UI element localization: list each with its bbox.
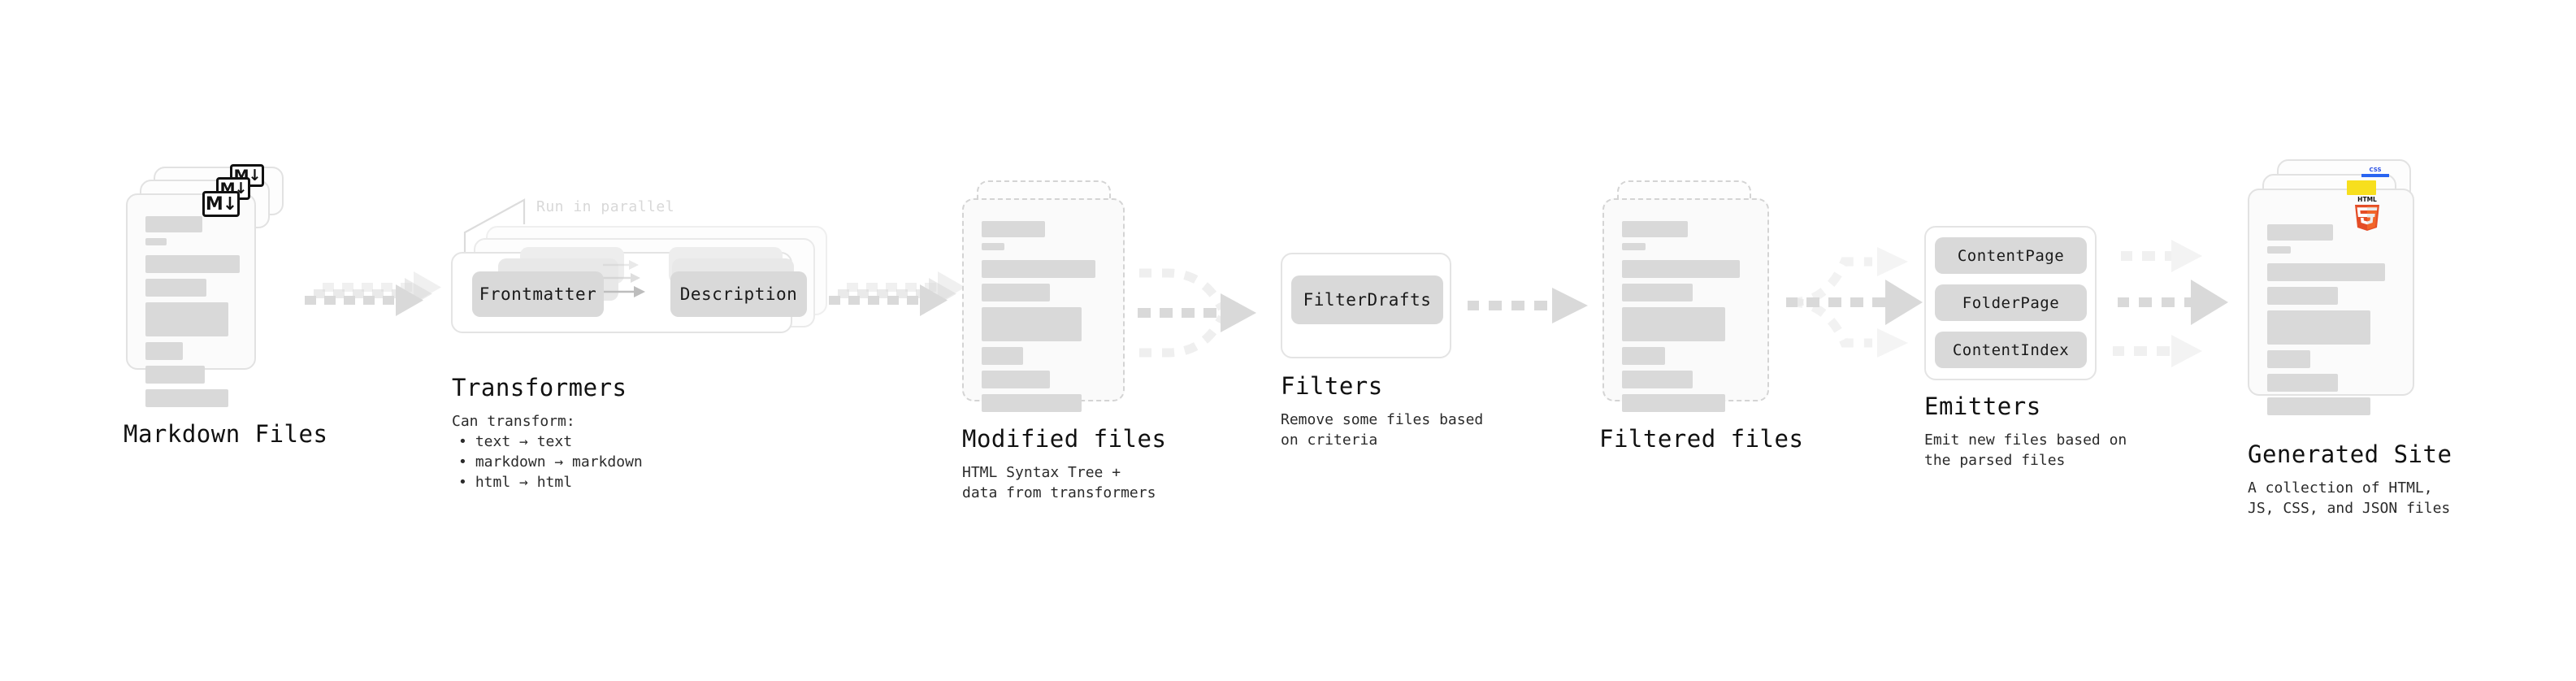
site-card-front: [2248, 189, 2414, 415]
transformers-bullet-0: text → text: [452, 432, 643, 452]
arrow-transformers-to-modified: [829, 271, 965, 316]
markdown-files-title: Markdown Files: [124, 420, 328, 448]
markdown-files-caption: Markdown Files: [124, 420, 327, 448]
emitter-pill-contentpage-label: ContentPage: [1957, 246, 2065, 265]
transformers-title: Transformers: [452, 374, 627, 401]
arrow-markdown-to-transformers: [305, 271, 441, 316]
filtered-files-caption: Filtered files: [1599, 425, 1803, 453]
emitters-sub-1: the parsed files: [1924, 452, 2066, 469]
generated-site-sub-1: JS, CSS, and JSON files: [2248, 500, 2451, 517]
css-badge-label: CSS: [2369, 167, 2382, 173]
emitter-pill-contentpage[interactable]: ContentPage: [1935, 237, 2087, 274]
filtered-card-front: [1602, 198, 1769, 412]
filter-pill-filterdrafts-label: FilterDrafts: [1303, 290, 1432, 310]
filtered-files-title: Filtered files: [1599, 425, 1804, 453]
run-in-parallel-bracket: [463, 198, 526, 258]
modified-card-front: [962, 198, 1125, 412]
markdown-badge-front: M↓: [202, 191, 240, 217]
emitter-pill-contentindex-label: ContentIndex: [1952, 340, 2070, 359]
svg-text:HTML: HTML: [2357, 196, 2377, 203]
markdown-doc-lines: [145, 216, 240, 413]
transformer-inner-arrows: [603, 260, 645, 297]
html5-badge: HTML: [2352, 195, 2383, 231]
arrow-filtered-to-emitters: [1786, 247, 1923, 358]
markdown-card-front: [126, 193, 256, 407]
transformers-bullet-2: html → html: [452, 472, 643, 492]
emitters-sub-0: Emit new files based on: [1924, 432, 2127, 449]
transformer-pill-description-label: Description: [679, 284, 798, 304]
site-doc-lines: [2267, 224, 2398, 421]
filters-caption: Filters Remove some files based on crite…: [1281, 372, 1483, 450]
emitters-caption: Emitters Emit new files based on the par…: [1924, 393, 2127, 471]
emitter-pill-folderpage[interactable]: FolderPage: [1935, 284, 2087, 321]
modified-files-sub-1: data from transformers: [962, 484, 1156, 501]
run-in-parallel-label: Run in parallel: [536, 198, 675, 215]
emitter-pill-folderpage-label: FolderPage: [1962, 293, 2060, 312]
transformers-caption: Transformers Can transform: text → text …: [452, 374, 643, 492]
transformer-pill-description[interactable]: Description: [670, 271, 807, 317]
transformer-pill-frontmatter[interactable]: Frontmatter: [472, 271, 604, 317]
modified-files-title: Modified files: [962, 425, 1167, 453]
arrow-emitters-to-site: [2113, 240, 2228, 367]
modified-doc-lines: [982, 221, 1108, 418]
filters-title: Filters: [1281, 372, 1383, 400]
modified-files-sub-0: HTML Syntax Tree +: [962, 464, 1121, 481]
generated-site-caption: Generated Site A collection of HTML, JS,…: [2248, 440, 2452, 518]
transformers-bullet-list: text → text markdown → markdown html → h…: [452, 432, 643, 492]
css-badge: CSS: [2361, 166, 2389, 177]
filtered-doc-lines: [1622, 221, 1753, 418]
css-badge-bar: [2361, 174, 2389, 177]
emitter-pill-contentindex[interactable]: ContentIndex: [1935, 332, 2087, 368]
modified-files-caption: Modified files HTML Syntax Tree + data f…: [962, 425, 1166, 503]
transformers-subtitle: Can transform:: [452, 413, 575, 430]
filter-pill-filterdrafts[interactable]: FilterDrafts: [1291, 275, 1443, 324]
js-badge: [2347, 180, 2376, 195]
arrow-modified-to-filters: [1138, 268, 1256, 358]
generated-site-title: Generated Site: [2248, 440, 2452, 468]
filters-sub-1: on criteria: [1281, 432, 1378, 449]
transformer-pill-frontmatter-label: Frontmatter: [479, 284, 597, 304]
generated-site-sub-0: A collection of HTML,: [2248, 479, 2433, 497]
emitters-title: Emitters: [1924, 393, 2041, 420]
transformers-bullet-1: markdown → markdown: [452, 452, 643, 472]
arrow-filters-to-filtered: [1468, 288, 1588, 323]
filters-sub-0: Remove some files based: [1281, 411, 1484, 428]
